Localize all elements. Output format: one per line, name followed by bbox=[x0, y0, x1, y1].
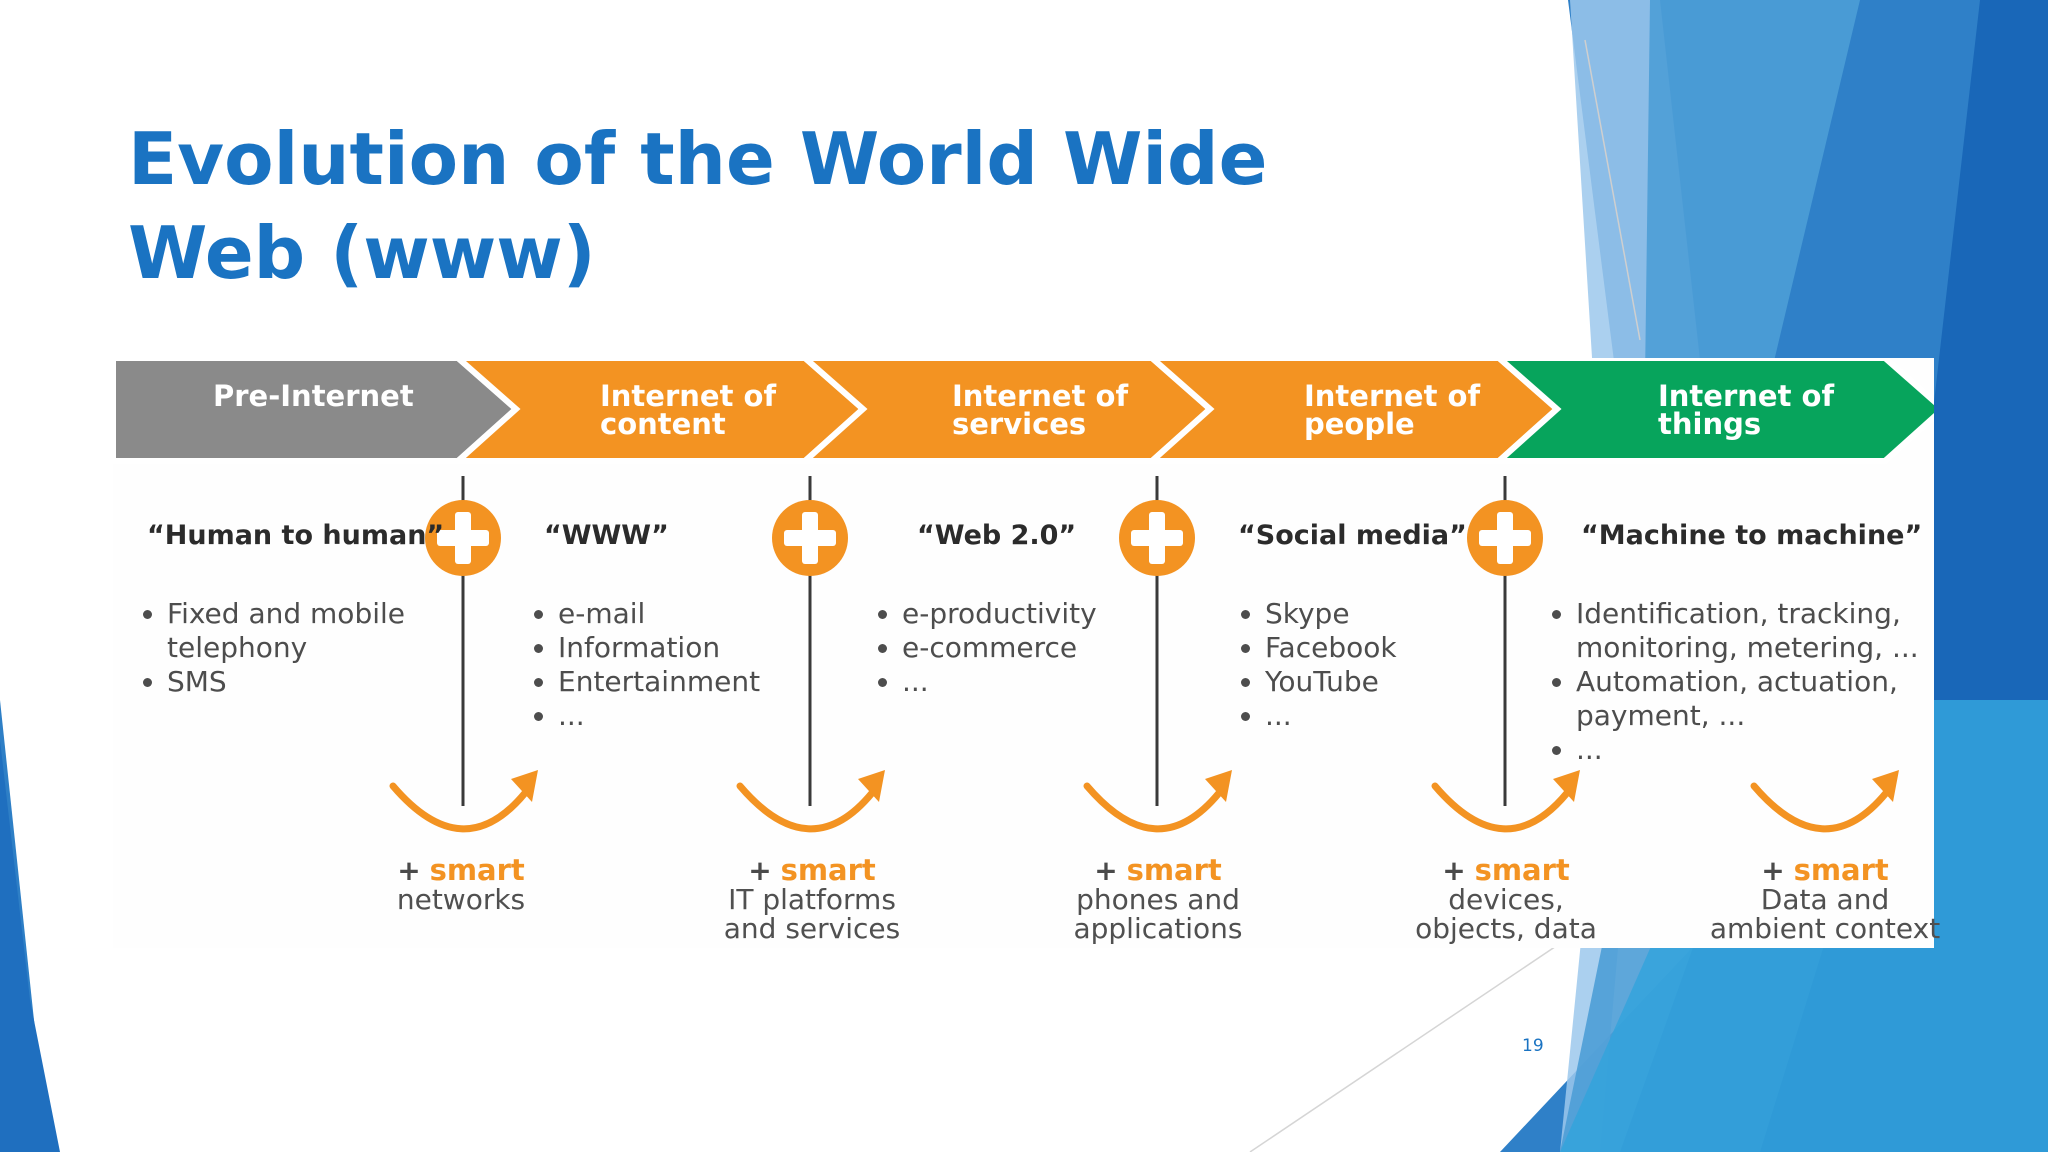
smart-description: networks bbox=[396, 883, 526, 916]
curved-arrow-icon bbox=[1750, 770, 1899, 833]
smart-word: smart bbox=[1474, 853, 1570, 887]
heading-human-to-human: “Human to human” bbox=[147, 520, 445, 551]
smart-description: phones and applications bbox=[1073, 883, 1243, 945]
bg-thin-line bbox=[1584, 39, 1641, 341]
bg-thin-line-2 bbox=[1249, 929, 1581, 1152]
bullet-list-3: Skype Facebook YouTube ... bbox=[1239, 597, 1465, 733]
list-item: Entertainment bbox=[558, 665, 818, 699]
stage-label-3: Internet of people bbox=[1304, 379, 1481, 441]
smart-word: smart bbox=[1793, 853, 1889, 887]
smart-label-2: + smart phones and applications bbox=[1028, 853, 1288, 945]
curved-arrow-icon bbox=[1431, 770, 1580, 833]
list-item: Automation, actuation, payment, ... bbox=[1576, 665, 1926, 733]
page-number: 19 bbox=[1522, 1036, 1544, 1056]
curved-arrow-icon bbox=[389, 770, 538, 833]
list-item: ... bbox=[1265, 699, 1465, 733]
smart-word: smart bbox=[780, 853, 876, 887]
stage-label-1: Internet of content bbox=[600, 379, 777, 441]
smart-description: IT platforms and services bbox=[723, 883, 901, 945]
bullet-list-0: Fixed and mobile telephony SMS bbox=[141, 597, 467, 699]
stage-label-0: Pre-Internet bbox=[213, 379, 414, 413]
smart-word: smart bbox=[1126, 853, 1222, 887]
bullet-list-4: Identification, tracking, monitoring, me… bbox=[1550, 597, 1926, 767]
list-item: ... bbox=[558, 699, 818, 733]
plus-circle-icon bbox=[1467, 500, 1543, 576]
smart-plus: + bbox=[748, 854, 772, 887]
smart-label-3: + smart devices, objects, data bbox=[1376, 853, 1636, 945]
list-item: YouTube bbox=[1265, 665, 1465, 699]
diagram-graphics bbox=[113, 358, 1934, 833]
plus-circle-icon bbox=[1119, 500, 1195, 576]
list-item: Identification, tracking, monitoring, me… bbox=[1576, 597, 1926, 665]
smart-plus: + bbox=[1761, 854, 1785, 887]
smart-plus: + bbox=[1094, 854, 1118, 887]
curved-arrow-icon bbox=[736, 770, 885, 833]
bg-shape-left-edge bbox=[0, 740, 60, 1152]
smart-label-4: + smart Data and ambient context bbox=[1695, 853, 1955, 945]
list-item: SMS bbox=[167, 665, 467, 699]
smart-label-0: + smart networks bbox=[331, 853, 591, 916]
smart-label-1: + smart IT platforms and services bbox=[682, 853, 942, 945]
slide-title: Evolution of the World Wide Web (www) bbox=[128, 117, 1268, 295]
stage-chevron-4 bbox=[1491, 358, 1934, 464]
smart-plus: + bbox=[1442, 854, 1466, 887]
list-item: e-commerce bbox=[902, 631, 1182, 665]
heading-machine-to-machine: “Machine to machine” bbox=[1581, 520, 1923, 551]
heading-web-2: “Web 2.0” bbox=[917, 520, 1077, 551]
smart-word: smart bbox=[429, 853, 525, 887]
smart-description: devices, objects, data bbox=[1415, 883, 1597, 945]
plus-circle-icon bbox=[772, 500, 848, 576]
list-item: e-mail bbox=[558, 597, 818, 631]
smart-description: Data and ambient context bbox=[1709, 883, 1941, 945]
list-item: Facebook bbox=[1265, 631, 1465, 665]
stage-label-4: Internet of things bbox=[1658, 379, 1835, 441]
list-item: ... bbox=[902, 665, 1182, 699]
evolution-diagram bbox=[113, 358, 1934, 948]
list-item: Fixed and mobile telephony bbox=[167, 597, 467, 665]
heading-social-media: “Social media” bbox=[1238, 520, 1467, 551]
curved-arrow-icon bbox=[1083, 770, 1232, 833]
list-item: Information bbox=[558, 631, 818, 665]
stage-label-2: Internet of services bbox=[952, 379, 1129, 441]
plus-circle-icon bbox=[425, 500, 501, 576]
heading-www: “WWW” bbox=[544, 520, 669, 551]
bullet-list-2: e-productivity e-commerce ... bbox=[876, 597, 1182, 699]
list-item: ... bbox=[1576, 733, 1926, 767]
bullet-list-1: e-mail Information Entertainment ... bbox=[532, 597, 818, 733]
list-item: Skype bbox=[1265, 597, 1465, 631]
smart-plus: + bbox=[397, 854, 421, 887]
list-item: e-productivity bbox=[902, 597, 1182, 631]
